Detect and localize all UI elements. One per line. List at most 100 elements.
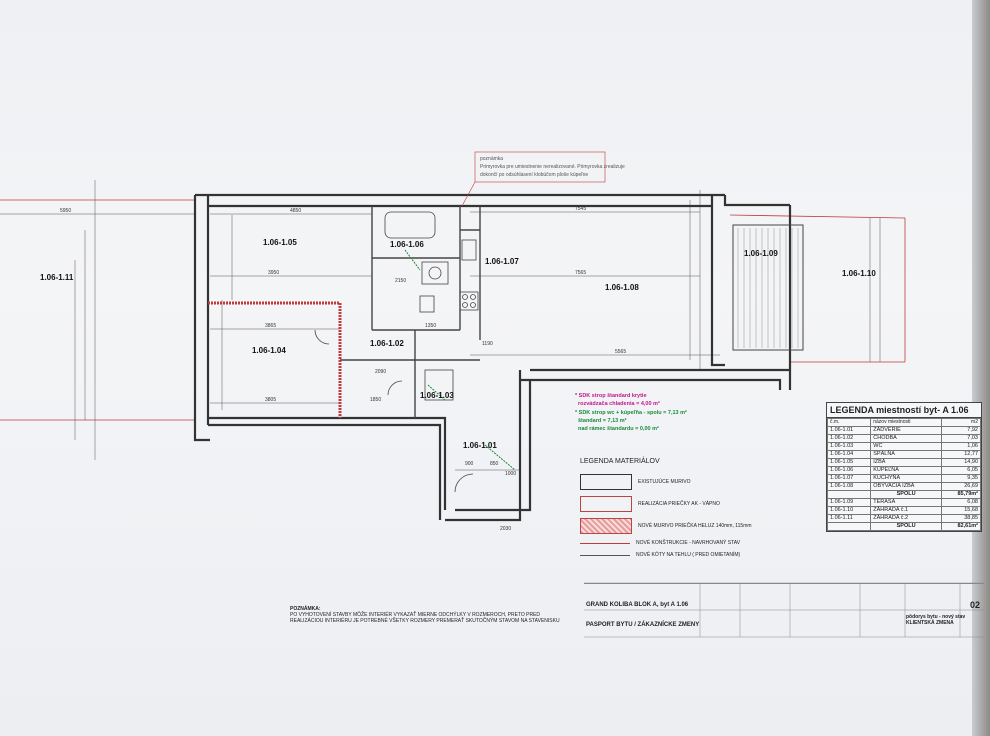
revision-line-1: pôdorys bytu - nový stav <box>906 614 966 620</box>
room-label-1-08: 1.06-1.08 <box>605 283 639 292</box>
room-label-1-09: 1.06-1.09 <box>744 249 778 258</box>
sdk-note-2-line-3: nad rámec štandardu = 0,00 m² <box>578 425 659 432</box>
cell: 1.06-1.01 <box>826 426 872 435</box>
cell: SPOLU <box>870 490 942 499</box>
wardrobe-icon <box>424 369 454 401</box>
dim-2150: 2150 <box>395 278 406 284</box>
remark-heading: POZNÁMKA: <box>290 606 321 612</box>
cell: SPÁLŇA <box>870 450 942 459</box>
washbasin-icon <box>421 261 449 285</box>
cell: 85,79m² <box>940 490 982 499</box>
cell: 1.06-1.08 <box>826 482 872 491</box>
dim-3950: 3950 <box>268 270 279 276</box>
entrance-door-icon <box>454 473 474 493</box>
title-block: GRAND KOLIBA BLOK A, byt A 1.06 PASPORT … <box>584 583 984 638</box>
cell: 1.06-1.11 <box>826 514 872 523</box>
sdk-note-1-line-1: * SDK strop štandard krytie <box>575 393 647 399</box>
sdk-note-1-line-2: rozvádzača chladenia = 4,00 m² <box>578 400 660 407</box>
list-item: NOVÉ KONŠTRUKCIE - NAVRHOVANÝ STAV <box>580 537 770 549</box>
room-label-1-03: 1.06-1.03 <box>420 391 454 400</box>
materials-legend: LEGENDA MATERIÁLOV EXISTUJÚCE MURIVO REA… <box>580 458 770 561</box>
cell: KÚPEĽŇA <box>870 466 942 475</box>
dim-1190: 1190 <box>482 341 493 347</box>
cell: IZBA <box>870 458 942 467</box>
cell: CHODBA <box>870 434 942 443</box>
material-label: EXISTUJÚCE MURIVO <box>638 479 691 485</box>
cell: TERASA <box>870 498 942 507</box>
cell: 1,06 <box>940 442 982 451</box>
cell: 26,69 <box>940 482 982 491</box>
sink-icon <box>461 239 477 261</box>
cell: 1.06-1.09 <box>826 498 872 507</box>
cell: 1.06-1.07 <box>826 474 872 483</box>
dim-900: 900 <box>465 461 474 467</box>
room-legend: LEGENDA miestností byt- A 1.06 č.m. názo… <box>826 402 982 532</box>
dim-1000: 1000 <box>505 471 516 477</box>
fixtures <box>314 211 479 493</box>
existing-walls <box>193 193 804 522</box>
legend-header-area: m2 <box>940 418 982 427</box>
ak-partition-swatch <box>580 496 632 512</box>
cell: 14,90 <box>940 458 982 467</box>
dim-7565: 7565 <box>575 270 586 276</box>
cell: OBÝVACIA IZBA <box>870 482 942 491</box>
sheet-number: 02 <box>969 600 980 610</box>
cell: SPOLU <box>870 522 942 531</box>
legend-header-num: č.m. <box>826 418 872 427</box>
note-heading: poznámka <box>480 156 503 162</box>
cell: 7,92 <box>940 426 982 435</box>
site-lines <box>0 199 906 421</box>
list-item: NOVÉ KÓTY NA TEHLU ( PRED OMIETANÍM) <box>580 549 770 561</box>
cell: 6,08 <box>940 498 982 507</box>
room-label-1-10: 1.06-1.10 <box>842 269 876 278</box>
room-label-1-04: 1.06-1.04 <box>252 346 286 355</box>
room-label-1-05: 1.06-1.05 <box>263 238 297 247</box>
material-label: NOVÉ KONŠTRUKCIE - NAVRHOVANÝ STAV <box>636 540 741 546</box>
bathtub-icon <box>384 211 436 239</box>
toilet-icon <box>419 295 435 313</box>
dim-4850: 4850 <box>290 208 301 214</box>
new-dimension-swatch <box>580 554 630 556</box>
room-label-1-07: 1.06-1.07 <box>485 257 519 266</box>
cell: 38,85 <box>940 514 982 523</box>
note-line-2: dokončí po odsúhlasení klobúčom ploše kú… <box>480 172 588 178</box>
cell: 1.06-1.10 <box>826 506 872 515</box>
new-construction-swatch <box>580 542 630 544</box>
dim-3805: 3805 <box>265 397 276 403</box>
legend-header-name: názov miestnosti <box>870 418 942 427</box>
remark-line-1: PO VYHOTOVENÍ STAVBY MÔŽE INTERIÉR VYKAZ… <box>290 612 541 618</box>
project-title: GRAND KOLIBA BLOK A, byt A 1.06 <box>586 602 689 608</box>
room-label-1-11: 1.06-1.11 <box>40 273 74 282</box>
cell: WC <box>870 442 942 451</box>
heluz-brick-swatch <box>580 518 632 534</box>
materials-legend-title: LEGENDA MATERIÁLOV <box>580 458 660 465</box>
interior-partitions <box>340 206 481 418</box>
new-brick-partitions <box>208 301 342 418</box>
sdk-note-2-line-2: štandard = 7,13 m² <box>578 417 627 424</box>
dim-2030: 2030 <box>500 526 511 532</box>
revision-line-2: KLIENTSKÁ ZMENA <box>906 620 954 626</box>
dim-5950: 5950 <box>60 208 71 214</box>
cell: ZÁHRADA č.1 <box>870 506 942 515</box>
cell: 1.06-1.04 <box>826 450 872 459</box>
cell: 1.06-1.03 <box>826 442 872 451</box>
dim-850: 850 <box>490 461 499 467</box>
dim-3865: 3865 <box>265 323 276 329</box>
dimension-lines <box>0 180 881 471</box>
cell: 6,05 <box>940 466 982 475</box>
room-label-1-06: 1.06-1.06 <box>390 240 424 249</box>
sdk-note-2-line-1: * SDK strop wc + kúpeľňa - spolu = 7,13 … <box>575 409 687 416</box>
dim-1850: 1850 <box>370 397 381 403</box>
paper-edge <box>972 0 990 736</box>
list-item: NOVÉ MURIVO PRIEČKA HELUZ 140mm, 115mm <box>580 515 770 537</box>
list-item: EXISTUJÚCE MURIVO <box>580 471 770 493</box>
